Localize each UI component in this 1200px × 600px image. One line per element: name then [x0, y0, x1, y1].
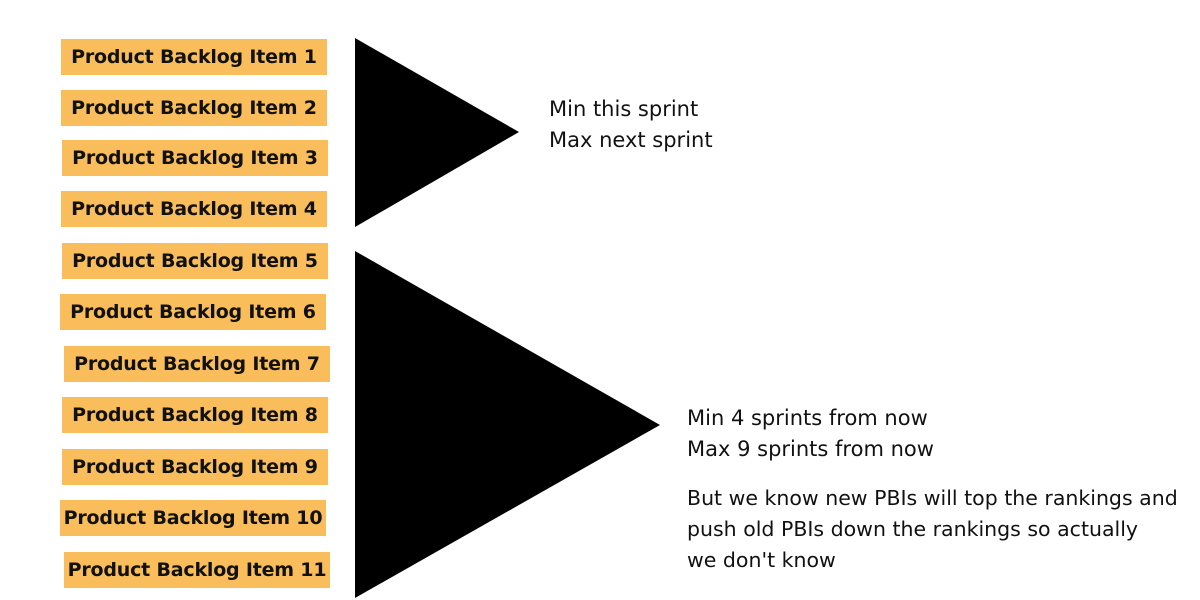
caveat-line-3: we don't know	[687, 548, 836, 572]
near-term-max: Max next sprint	[549, 128, 713, 152]
backlog-item-10: Product Backlog Item 10	[60, 500, 326, 536]
backlog-item-3: Product Backlog Item 3	[62, 140, 328, 176]
near-term-min: Min this sprint	[549, 97, 699, 121]
backlog-item-2: Product Backlog Item 2	[61, 90, 327, 126]
long-term-max: Max 9 sprints from now	[687, 437, 934, 461]
caveat-line-2: push old PBIs down the rankings so actua…	[687, 517, 1139, 541]
backlog-item-11: Product Backlog Item 11	[64, 552, 330, 588]
long-term-triangle	[355, 251, 660, 598]
backlog-item-1: Product Backlog Item 1	[61, 39, 327, 75]
backlog-item-4: Product Backlog Item 4	[61, 191, 327, 227]
long-term-min: Min 4 sprints from now	[687, 406, 928, 430]
uncertainty-caveat: But we know new PBIs will top the rankin…	[687, 483, 1178, 576]
backlog-item-6: Product Backlog Item 6	[60, 294, 326, 330]
backlog-item-8: Product Backlog Item 8	[62, 397, 328, 433]
near-term-note: Min this sprint Max next sprint	[549, 94, 713, 156]
caveat-line-1: But we know new PBIs will top the rankin…	[687, 486, 1178, 510]
backlog-item-7: Product Backlog Item 7	[64, 346, 330, 382]
backlog-item-5: Product Backlog Item 5	[62, 243, 328, 279]
near-term-triangle	[355, 38, 519, 227]
long-term-note: Min 4 sprints from now Max 9 sprints fro…	[687, 403, 934, 465]
backlog-item-9: Product Backlog Item 9	[62, 449, 328, 485]
